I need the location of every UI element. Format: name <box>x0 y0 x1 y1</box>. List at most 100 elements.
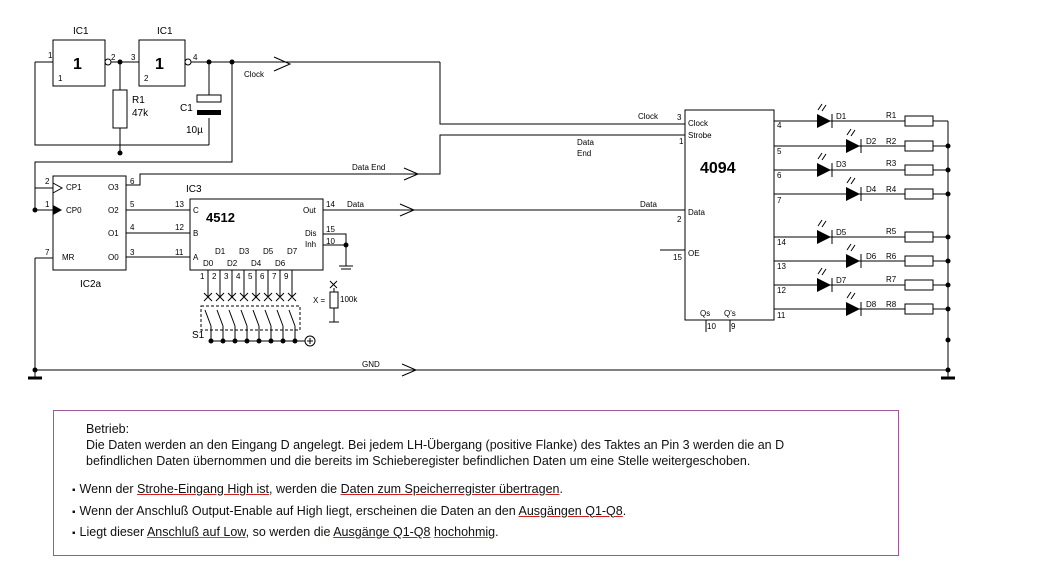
svg-text:1: 1 <box>48 51 53 60</box>
svg-text:4: 4 <box>777 121 782 130</box>
note-bullet-strobe: Wenn der Strohe-Eingang High ist, werden… <box>72 481 898 499</box>
svg-text:Strobe: Strobe <box>688 131 712 140</box>
svg-text:D7: D7 <box>287 247 298 256</box>
strobe-input-label-2: End <box>577 149 591 158</box>
svg-text:3: 3 <box>677 113 682 122</box>
svg-text:4512: 4512 <box>206 210 235 225</box>
svg-text:R4: R4 <box>886 185 897 194</box>
svg-text:10: 10 <box>707 322 716 331</box>
svg-text:Out: Out <box>303 206 317 215</box>
circuit-schematic: 1 IC1 1 1 2 1 IC1 3 2 4 R1 47k C1 10µ Cl… <box>28 26 955 380</box>
svg-text:O1: O1 <box>108 229 119 238</box>
svg-text:5: 5 <box>777 147 782 156</box>
svg-text:4: 4 <box>130 223 135 232</box>
data-input-label: Data <box>640 200 657 209</box>
svg-text:Q's: Q's <box>724 309 736 318</box>
svg-text:O3: O3 <box>108 183 119 192</box>
svg-text:9: 9 <box>731 322 736 331</box>
note-title: Betrieb: <box>86 422 130 436</box>
svg-text:6: 6 <box>130 177 135 186</box>
data-end-net-label: Data End <box>352 163 385 172</box>
note-body-line1: Die Daten werden an den Eingang D angele… <box>86 438 785 452</box>
svg-text:X =: X = <box>313 296 326 305</box>
svg-text:S1: S1 <box>192 330 205 341</box>
resistor-r1: R1 47k <box>112 89 149 129</box>
svg-text:7: 7 <box>272 272 277 281</box>
svg-text:6: 6 <box>260 272 265 281</box>
strobe-input-label-1: Data <box>577 138 594 147</box>
svg-text:O0: O0 <box>108 253 119 262</box>
svg-text:15: 15 <box>673 253 682 262</box>
svg-text:D7: D7 <box>836 276 847 285</box>
svg-text:11: 11 <box>777 311 786 320</box>
ic-4094-shift-register: 4094 Clock Strobe Data OE Qs Q's 3 1 2 1… <box>660 109 775 332</box>
note-bullet-output-enable: Wenn der Anschluß Output-Enable auf High… <box>72 503 898 521</box>
svg-text:5: 5 <box>130 200 135 209</box>
svg-text:O2: O2 <box>108 206 119 215</box>
svg-text:2: 2 <box>111 53 116 62</box>
ic1a-gate: 1 IC1 1 1 2 <box>48 26 116 87</box>
svg-text:D0: D0 <box>203 259 214 268</box>
svg-text:12: 12 <box>777 286 786 295</box>
svg-text:6: 6 <box>777 171 782 180</box>
svg-text:1: 1 <box>155 56 164 73</box>
svg-text:7: 7 <box>45 248 50 257</box>
svg-text:4: 4 <box>236 272 241 281</box>
svg-text:7: 7 <box>777 196 782 205</box>
svg-text:D6: D6 <box>866 252 877 261</box>
svg-text:D3: D3 <box>239 247 250 256</box>
svg-text:1: 1 <box>679 137 684 146</box>
svg-text:D5: D5 <box>836 228 847 237</box>
svg-text:R5: R5 <box>886 227 897 236</box>
svg-text:C: C <box>193 206 199 215</box>
output-pin-numbers: 4 5 6 7 14 13 12 11 <box>777 121 786 320</box>
svg-text:10: 10 <box>326 237 335 246</box>
ic3-multiplexer: IC3 4512 C B A Out Dis Inh 13 12 11 14 1… <box>175 184 335 271</box>
clock-net-label: Clock <box>244 70 265 79</box>
svg-text:2: 2 <box>212 272 217 281</box>
note-bullets: Wenn der Strohe-Eingang High ist, werden… <box>72 481 898 542</box>
svg-text:D4: D4 <box>251 259 262 268</box>
svg-text:R1: R1 <box>886 111 897 120</box>
pullup-resistor: X = 100k <box>313 280 358 323</box>
svg-text:Clock: Clock <box>688 119 709 128</box>
svg-text:B: B <box>193 229 198 238</box>
svg-text:D2: D2 <box>227 259 238 268</box>
capacitor-c1: C1 10µ <box>180 94 222 136</box>
gnd-net-label: GND <box>362 360 380 369</box>
svg-text:13: 13 <box>175 200 184 209</box>
data-net-label: Data <box>347 200 364 209</box>
ic1b-gate: 1 IC1 3 2 4 <box>131 26 198 87</box>
svg-text:Inh: Inh <box>305 240 316 249</box>
led-bank: D1 D2 D3 D4 D5 D6 D7 D8 R1 R2 R3 R4 R5 R… <box>774 103 951 378</box>
svg-text:12: 12 <box>175 223 184 232</box>
data-switch-s1: 1 2 3 4 5 6 7 9 S1 <box>192 270 316 347</box>
svg-text:R6: R6 <box>886 252 897 261</box>
svg-text:2: 2 <box>677 215 682 224</box>
svg-text:2: 2 <box>45 177 50 186</box>
svg-text:R2: R2 <box>886 137 897 146</box>
svg-text:100k: 100k <box>340 295 358 304</box>
svg-text:IC1: IC1 <box>157 26 173 37</box>
svg-text:OE: OE <box>688 249 700 258</box>
svg-text:D3: D3 <box>836 160 847 169</box>
svg-text:D2: D2 <box>866 137 877 146</box>
svg-text:1: 1 <box>45 200 50 209</box>
svg-text:13: 13 <box>777 262 786 271</box>
svg-text:3: 3 <box>224 272 229 281</box>
svg-text:R1: R1 <box>132 95 145 106</box>
svg-text:14: 14 <box>326 200 335 209</box>
svg-text:D1: D1 <box>215 247 226 256</box>
svg-text:A: A <box>193 253 199 262</box>
svg-text:15: 15 <box>326 225 335 234</box>
svg-text:14: 14 <box>777 238 786 247</box>
clock-input-label: Clock <box>638 112 659 121</box>
svg-text:CP1: CP1 <box>66 183 82 192</box>
operation-note: Betrieb: Die Daten werden an den Eingang… <box>53 410 899 556</box>
svg-text:1: 1 <box>73 56 82 73</box>
svg-text:Qs: Qs <box>700 309 710 318</box>
svg-text:D6: D6 <box>275 259 286 268</box>
note-body-line2: befindlichen Daten übernommen und die be… <box>86 454 751 468</box>
svg-text:R3: R3 <box>886 159 897 168</box>
svg-text:4: 4 <box>193 53 198 62</box>
